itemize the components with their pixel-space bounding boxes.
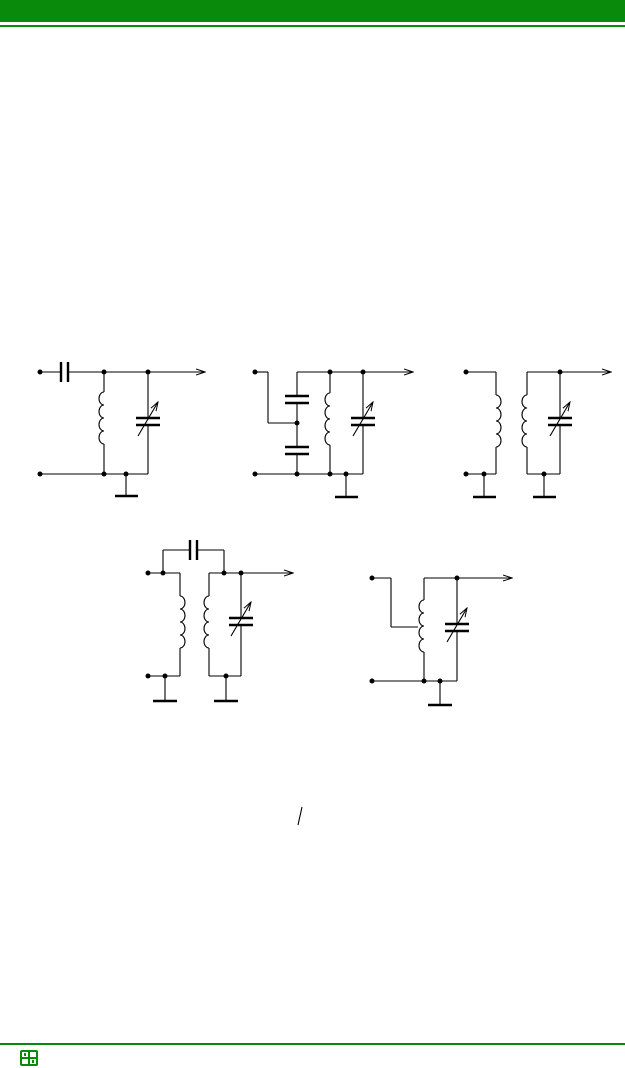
circuit-e xyxy=(369,576,513,707)
footer-rule xyxy=(0,1043,625,1045)
circuit-c xyxy=(463,370,612,499)
circuit-b xyxy=(252,370,414,499)
slash-mark xyxy=(297,806,303,826)
header-bar xyxy=(0,0,625,22)
header-rule xyxy=(0,25,625,27)
circuit-d xyxy=(145,540,294,703)
chip-logo-icon xyxy=(20,1050,38,1066)
circuit-a xyxy=(37,362,206,498)
